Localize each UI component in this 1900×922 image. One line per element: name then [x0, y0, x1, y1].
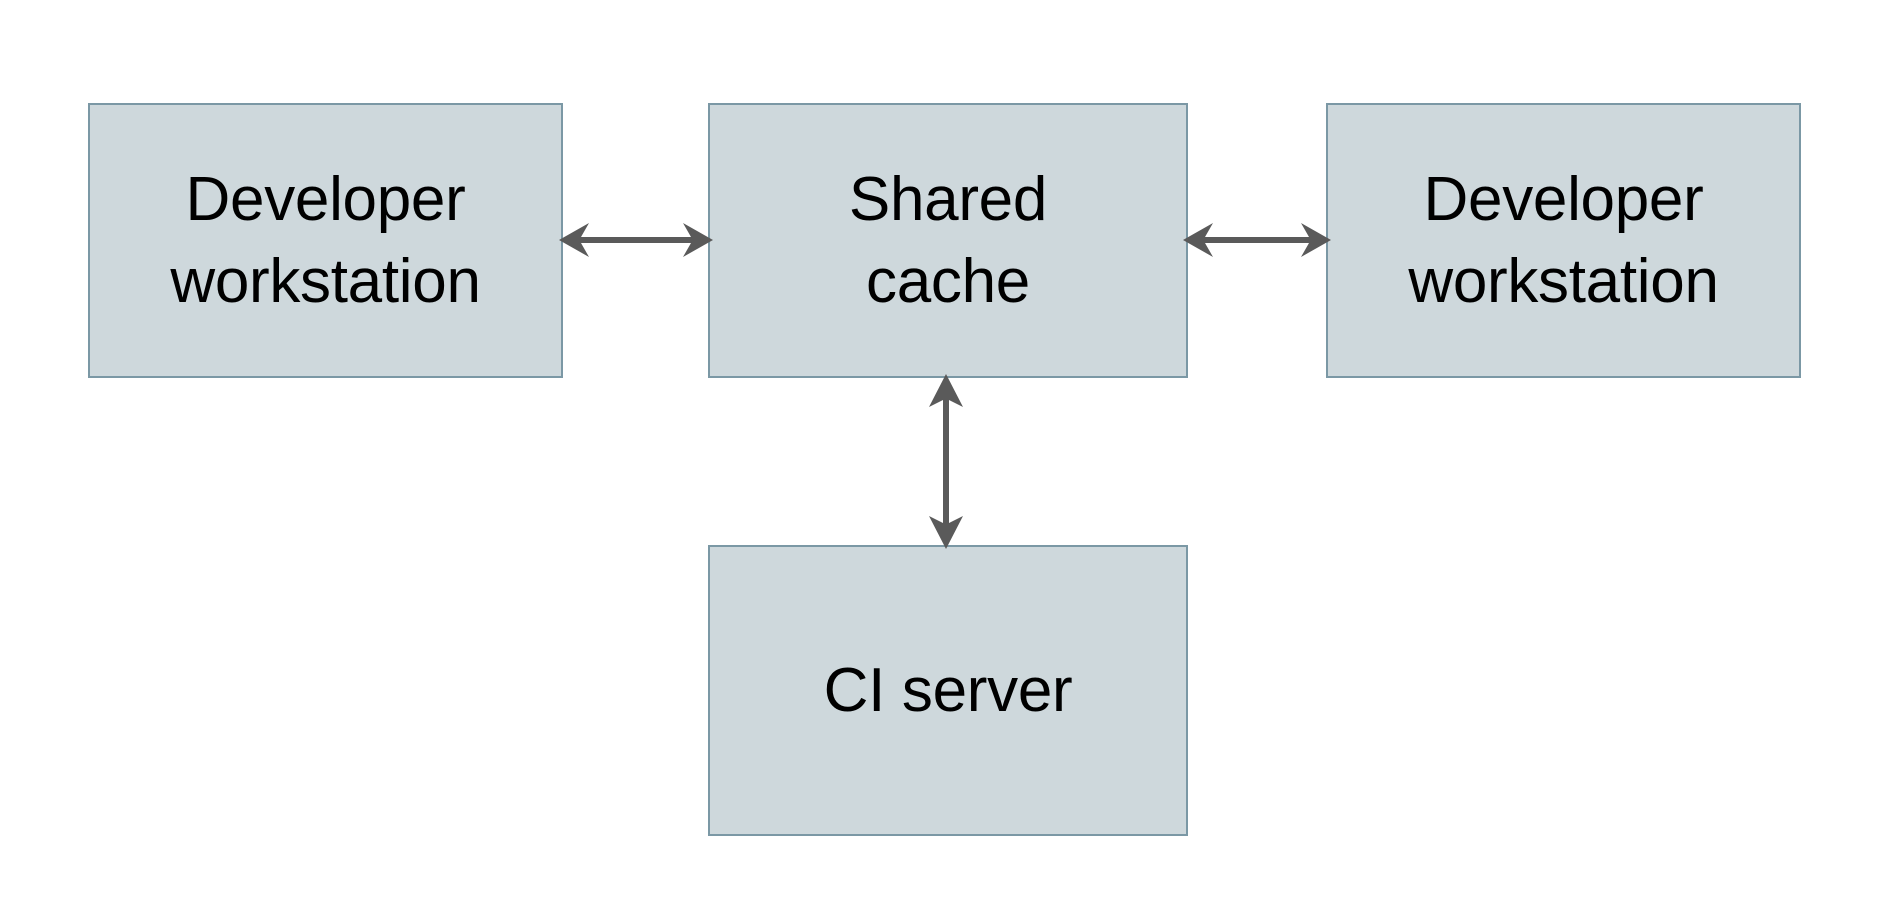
connector-shared-cache-to-ci-server[interactable] [912, 374, 980, 549]
node-shared-cache[interactable]: Shared cache [708, 103, 1188, 378]
connector-left-workstation-to-shared-cache[interactable] [559, 206, 713, 274]
double-arrow-vertical-icon [929, 374, 963, 549]
node-label: Developer workstation [170, 164, 481, 316]
double-arrow-horizontal-icon [559, 223, 713, 257]
node-label: CI server [823, 655, 1073, 725]
node-developer-workstation-right[interactable]: Developer workstation [1326, 103, 1801, 378]
node-label: Shared cache [848, 164, 1048, 316]
connector-shared-cache-to-right-workstation[interactable] [1183, 206, 1331, 274]
node-label: Developer workstation [1408, 164, 1719, 316]
double-arrow-horizontal-icon [1183, 223, 1331, 257]
node-ci-server[interactable]: CI server [708, 545, 1188, 836]
node-developer-workstation-left[interactable]: Developer workstation [88, 103, 563, 378]
